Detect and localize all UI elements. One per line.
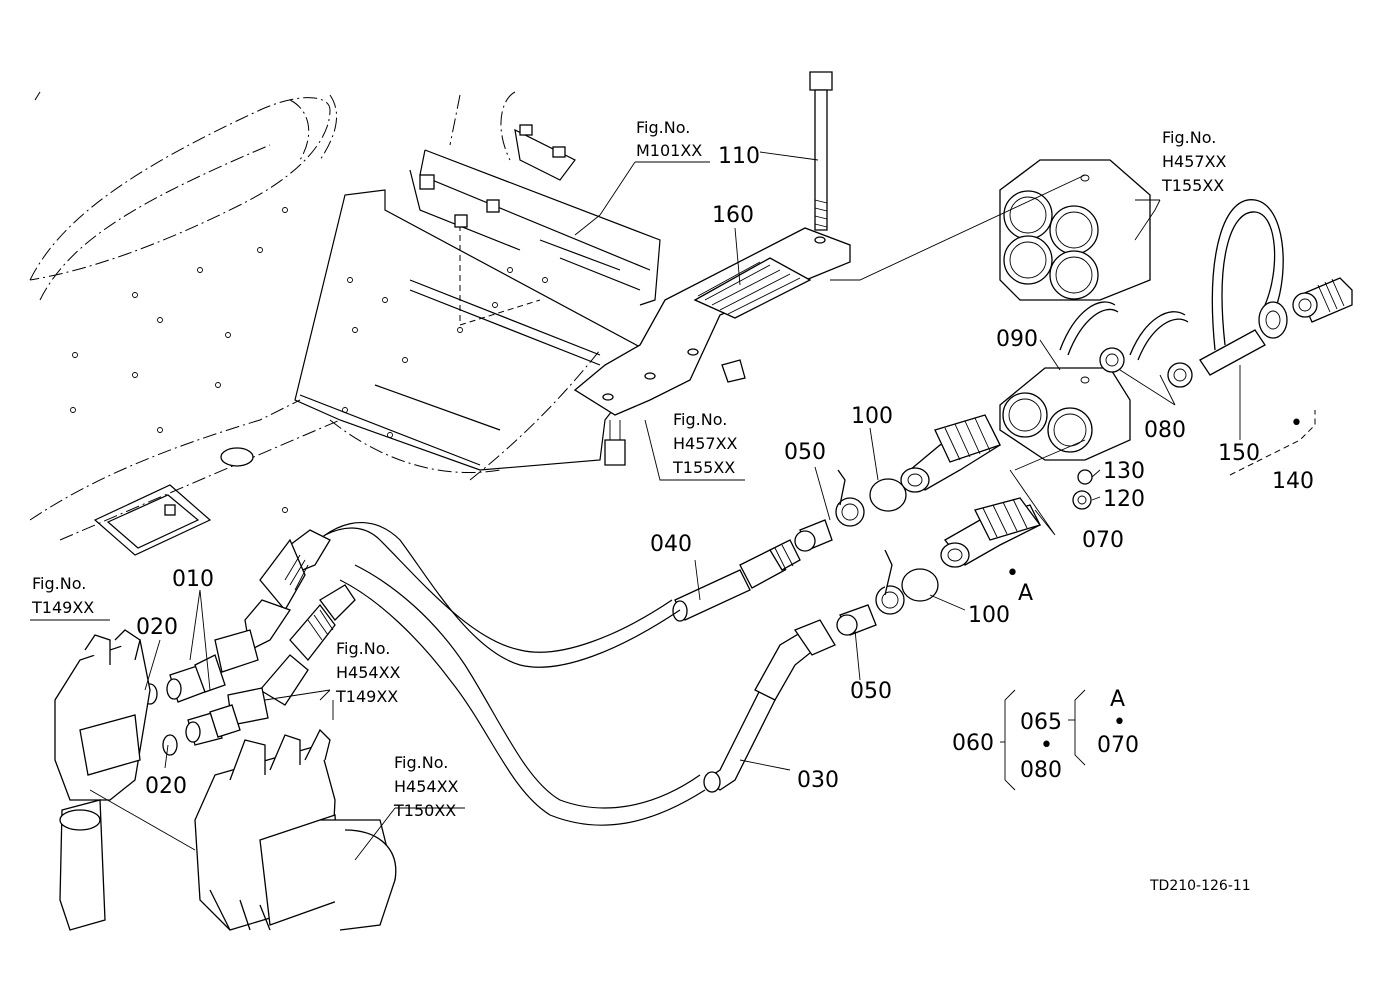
- figref-h454b-line3: T150XX: [393, 801, 456, 820]
- callout-A-coupler: A: [1018, 581, 1033, 606]
- figref-h454b-line1: Fig.No.: [394, 753, 448, 772]
- callout-080-right: 080: [1144, 418, 1186, 443]
- pins-and-clips: [1059, 199, 1288, 388]
- callout-080-bottom: 080: [1020, 758, 1062, 783]
- figref-h457-mid-line2: H457XX: [673, 434, 738, 453]
- bullet-A-070: •: [1113, 710, 1126, 735]
- bullet-140: •: [1290, 411, 1303, 436]
- nipples-and-orings: [142, 654, 241, 756]
- figref-h454b-line2: H454XX: [394, 777, 459, 796]
- figure-references: Fig.No. M101XX Fig.No. H457XX T155XX Fig…: [31, 118, 1251, 894]
- callout-020-bottom: 020: [145, 774, 187, 799]
- figref-h454a-line1: Fig.No.: [336, 639, 390, 658]
- callout-050-bottom: 050: [850, 679, 892, 704]
- figref-h457-top-line2: H457XX: [1162, 152, 1227, 171]
- couplers-070: [900, 414, 1042, 568]
- figref-h454a-line2: H454XX: [336, 663, 401, 682]
- hose-040: [299, 522, 801, 668]
- figref-m101-line1: Fig.No.: [636, 118, 690, 137]
- control-valve-right: [194, 728, 397, 931]
- leader-lines: [30, 151, 1241, 861]
- coupler-holder-090: [999, 367, 1131, 461]
- control-valve-left: [54, 629, 151, 931]
- figref-t149-line2: T149XX: [31, 598, 94, 617]
- bolt-part: [809, 71, 833, 231]
- figref-h457-mid-line1: Fig.No.: [673, 410, 727, 429]
- figref-h457-top-line1: Fig.No.: [1162, 128, 1216, 147]
- callout-160: 160: [712, 203, 754, 228]
- callout-070-right: 070: [1082, 528, 1124, 553]
- callout-065: 065: [1020, 710, 1062, 735]
- callout-100-bottom: 100: [968, 603, 1010, 628]
- assembly-bracket-060: [1000, 689, 1086, 791]
- callout-120: 120: [1103, 487, 1145, 512]
- callout-060: 060: [952, 731, 994, 756]
- bullet-A-coupler: •: [1006, 561, 1019, 586]
- callout-130: 130: [1103, 459, 1145, 484]
- mounting-panel: [70, 124, 661, 556]
- callout-A-legend: A: [1110, 687, 1125, 712]
- callout-070-legend: 070: [1097, 733, 1139, 758]
- tractor-body-outline: [29, 91, 601, 541]
- callout-150: 150: [1218, 441, 1260, 466]
- figref-m101-line2: M101XX: [636, 141, 702, 160]
- callout-090: 090: [996, 327, 1038, 352]
- figref-h457-top-line3: T155XX: [1161, 176, 1224, 195]
- coupler-holder-top: [999, 159, 1151, 301]
- callout-100-top: 100: [851, 404, 893, 429]
- drawing-code: TD210-126-11: [1149, 878, 1251, 894]
- figref-h457-mid-line3: T155XX: [672, 458, 735, 477]
- figref-t149-line1: Fig.No.: [32, 574, 86, 593]
- quick-plug: [1229, 277, 1353, 476]
- bullet-065-080: •: [1040, 733, 1053, 758]
- callout-040: 040: [650, 532, 692, 557]
- callout-050-top: 050: [784, 440, 826, 465]
- callout-labels: 110 160 090 080 150 140 130 120 070 100 …: [136, 144, 1314, 799]
- callout-110: 110: [718, 144, 760, 169]
- callout-020-top: 020: [136, 615, 178, 640]
- callout-010: 010: [172, 567, 214, 592]
- valve-hoses: [214, 529, 356, 726]
- callout-030: 030: [797, 768, 839, 793]
- clips-and-fittings: [794, 469, 1093, 636]
- hose-030: [339, 564, 836, 826]
- callout-140: 140: [1272, 469, 1314, 494]
- figref-h454a-line3: T149XX: [335, 687, 398, 706]
- bracket-part: [573, 227, 851, 466]
